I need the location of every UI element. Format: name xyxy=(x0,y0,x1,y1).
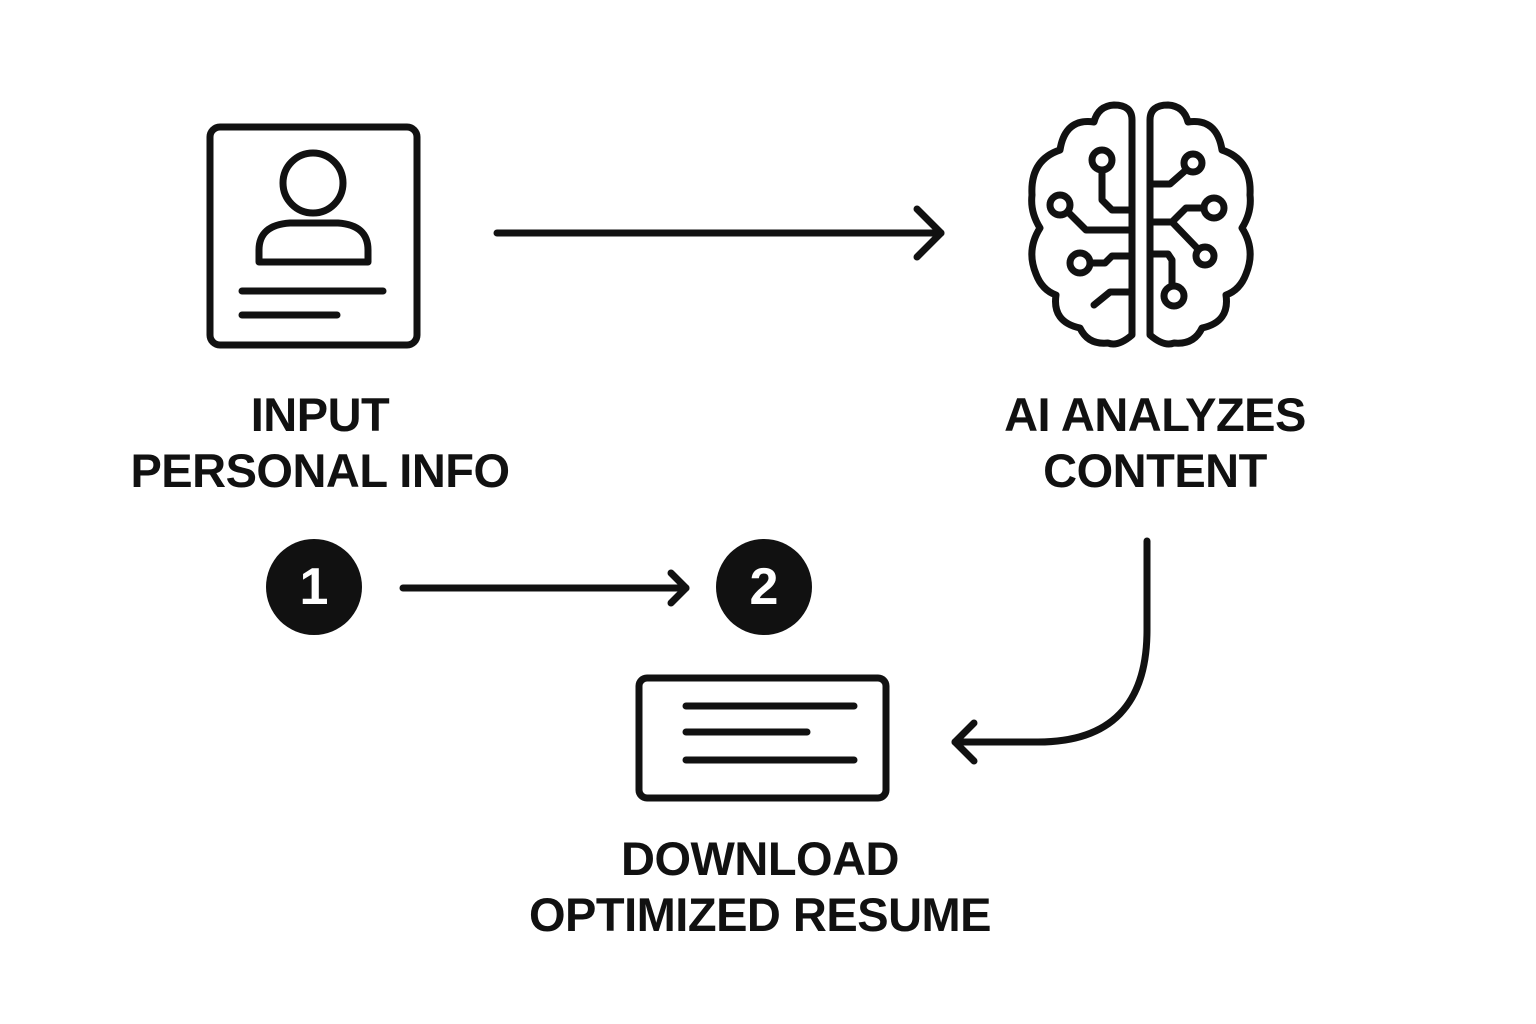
arrow-head xyxy=(913,205,945,261)
circuit-node xyxy=(1046,191,1074,219)
label-line: INPUT xyxy=(250,388,390,441)
arrow-step1-to-step2 xyxy=(399,569,690,607)
circuit-trace xyxy=(1168,218,1202,253)
label-line: CONTENT xyxy=(1043,444,1267,497)
person-head xyxy=(279,149,347,217)
label-line: OPTIMIZED RESUME xyxy=(528,888,992,941)
card-frame xyxy=(206,123,421,349)
circuit-trace xyxy=(1098,166,1134,214)
person-body xyxy=(255,219,372,266)
label-line: PERSONAL INFO xyxy=(130,444,510,497)
document-lines-icon xyxy=(635,674,890,802)
circuit-trace xyxy=(1148,166,1190,188)
document-frame xyxy=(635,674,890,802)
step-label-input: INPUT PERSONAL INFO xyxy=(110,387,530,499)
arrow-head xyxy=(667,569,690,607)
step-label-analyze: AI ANALYZES CONTENT xyxy=(970,387,1340,499)
circuit-node xyxy=(1180,150,1206,176)
step-label-download: DOWNLOAD OPTIMIZED RESUME xyxy=(480,831,1040,943)
arrow-head xyxy=(951,719,978,765)
arrow-input-to-analyze xyxy=(493,205,945,261)
circuit-trace xyxy=(1064,208,1134,234)
arrow-analyze-to-download xyxy=(951,537,1151,765)
circuit-node xyxy=(1192,243,1218,269)
circuit-brain-icon xyxy=(1028,101,1254,348)
label-line: AI ANALYZES xyxy=(1004,388,1306,441)
profile-card-icon xyxy=(206,123,421,349)
arrow-curve xyxy=(951,537,1151,746)
brain-right-hemisphere xyxy=(1146,101,1254,348)
circuit-node xyxy=(1160,282,1188,310)
step-badge-2: 2 xyxy=(716,539,812,635)
circuit-trace xyxy=(1148,204,1208,226)
circuit-trace xyxy=(1148,250,1176,289)
label-line: DOWNLOAD xyxy=(621,832,899,885)
step-badge-1: 1 xyxy=(266,539,362,635)
circuit-trace xyxy=(1086,252,1134,267)
brain-left-hemisphere xyxy=(1028,101,1136,348)
circuit-trace xyxy=(1090,288,1134,309)
